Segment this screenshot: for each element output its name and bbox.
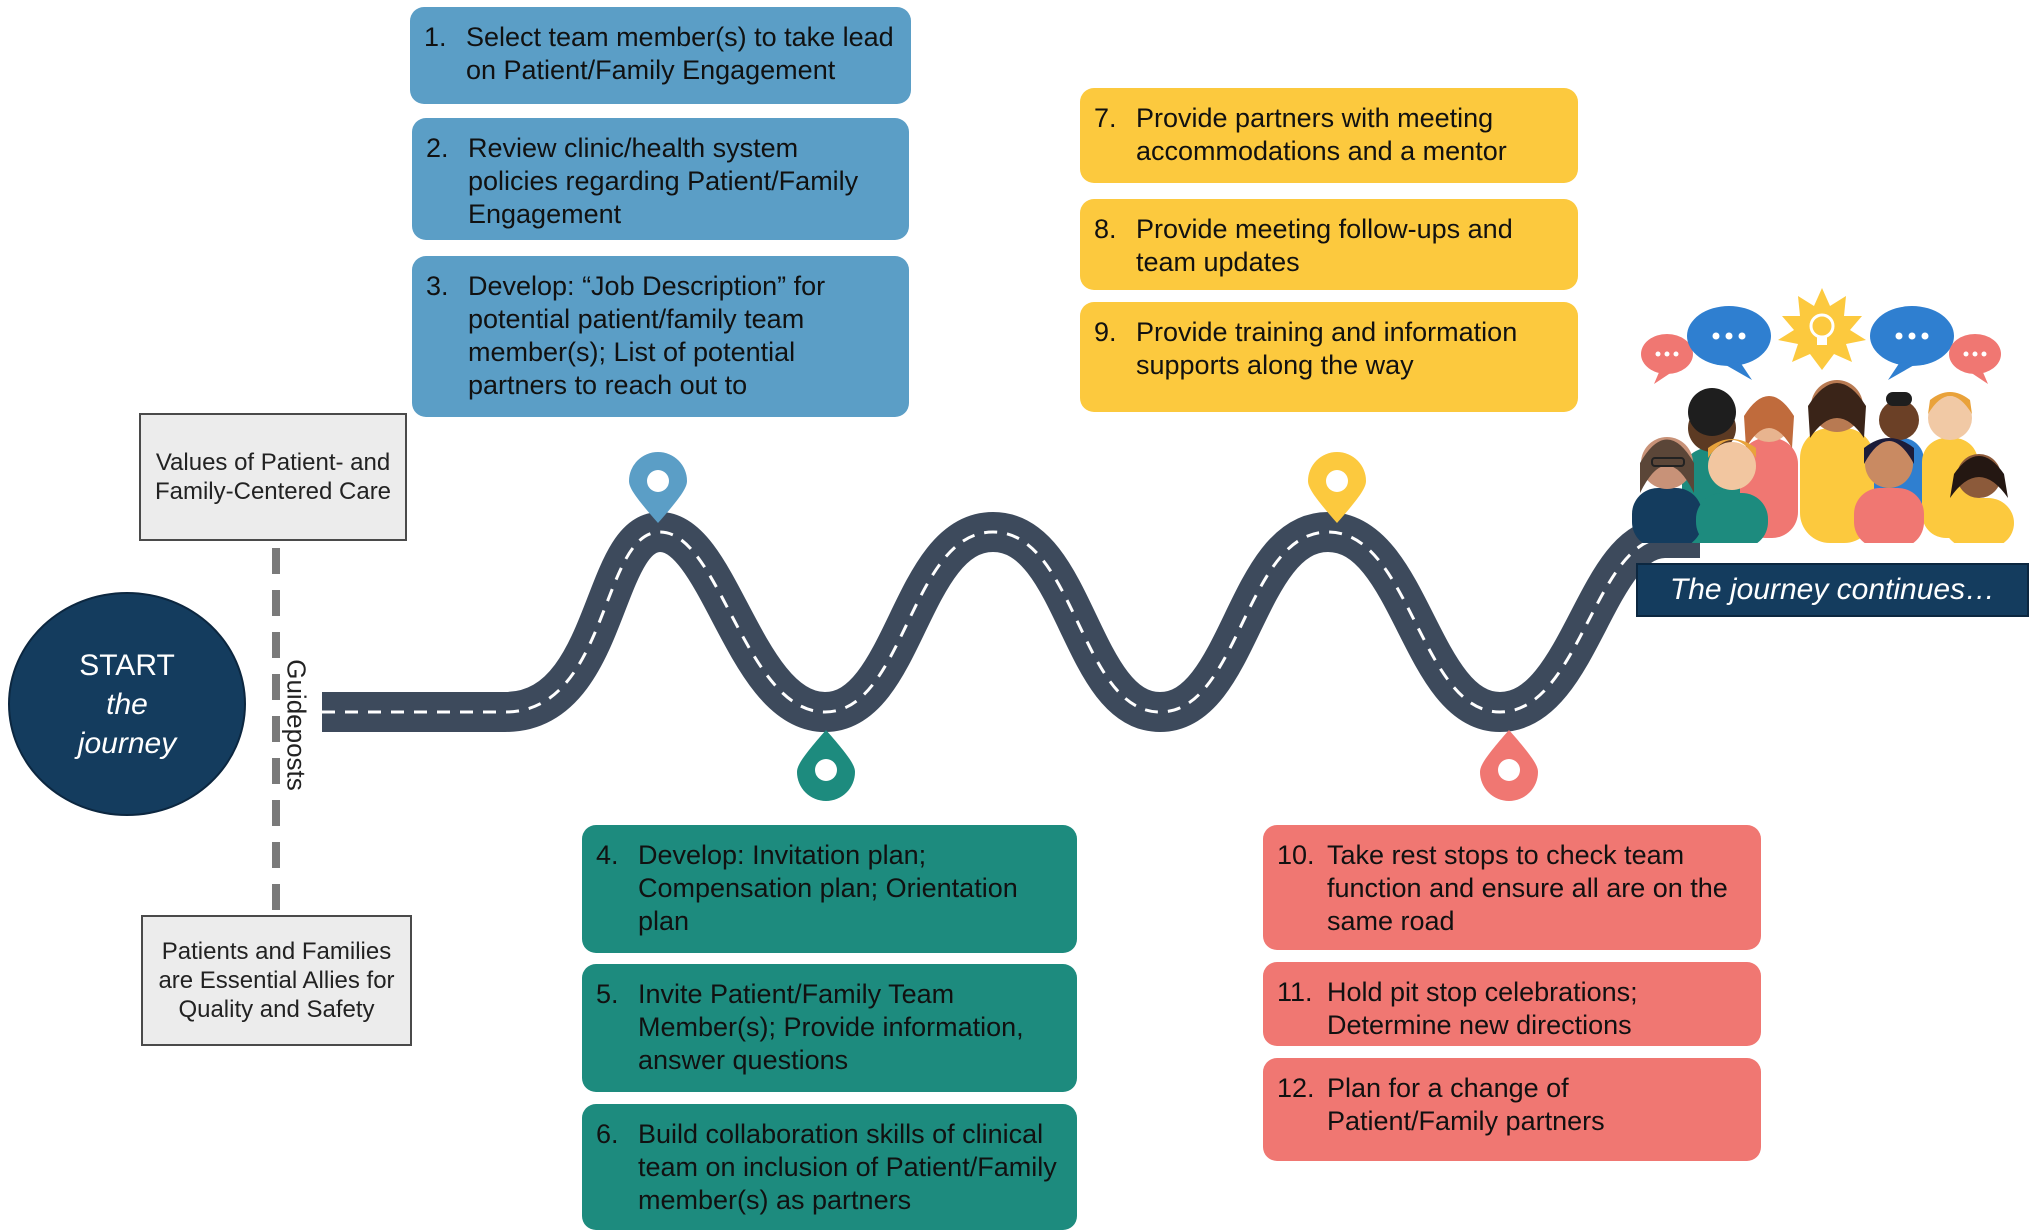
start-journey: journey [77, 726, 177, 760]
step-text: Develop: Invitation plan; Compensation p… [638, 840, 1018, 936]
step-11-box: 11. Hold pit stop celebrations; Determin… [1263, 962, 1761, 1046]
step-5-box: 5. Invite Patient/Family Team Member(s);… [582, 964, 1077, 1092]
step-text: Select team member(s) to take lead on Pa… [466, 22, 894, 85]
start-the: the [106, 687, 148, 721]
map-pin-icon [1480, 730, 1538, 801]
step-7-box: 7. Provide partners with meeting accommo… [1080, 88, 1578, 183]
step-6-box: 6. Build collaboration skills of clinica… [582, 1104, 1077, 1230]
step-text: Develop: “Job Description” for potential… [468, 271, 826, 400]
speech-bubble-icon [1687, 306, 1771, 380]
step-number: 8. [1094, 214, 1117, 244]
step-1-box: 1. Select team member(s) to take lead on… [410, 7, 911, 104]
step-text: Plan for a change of Patient/Family part… [1327, 1073, 1605, 1136]
step-4-box: 4. Develop: Invitation plan; Compensatio… [582, 825, 1077, 953]
road-center-line [322, 530, 1700, 714]
speech-bubble-icon [1870, 306, 1954, 380]
guidepost-allies-text: Patients and Families are Essential Alli… [158, 938, 395, 1023]
map-pin-icon [629, 452, 687, 523]
step-number: 1. [424, 22, 447, 52]
step-text: Take rest stops to check team function a… [1327, 840, 1728, 936]
speech-bubble-icon [1949, 334, 2001, 384]
journey-continues-text: The journey continues… [1669, 573, 1996, 606]
step-2-box: 2. Review clinic/health system policies … [412, 118, 909, 240]
step-text: Review clinic/health system policies reg… [468, 133, 859, 229]
step-text: Build collaboration skills of clinical t… [638, 1119, 1057, 1215]
group-of-people-illustration [1632, 288, 2014, 543]
step-number: 3. [426, 271, 449, 301]
step-number: 10. [1277, 840, 1315, 870]
road-surface [322, 511, 1700, 733]
journey-continues-banner: The journey continues… [1636, 563, 2029, 617]
step-text: Provide partners with meeting accommodat… [1136, 103, 1507, 166]
lightbulb-icon [1778, 288, 1866, 370]
guidepost-values-box: Values of Patient- and Family-Centered C… [139, 413, 407, 541]
map-pin-icon [797, 730, 855, 801]
step-number: 6. [596, 1119, 619, 1149]
start-circle: START the journey [8, 592, 246, 816]
step-number: 4. [596, 840, 619, 870]
speech-bubble-icon [1641, 334, 1693, 384]
step-number: 12. [1277, 1073, 1315, 1103]
step-number: 2. [426, 133, 449, 163]
map-pin-icon [1308, 452, 1366, 523]
start-label: START [79, 648, 175, 682]
step-text: Provide training and information support… [1136, 317, 1518, 380]
step-number: 11. [1277, 977, 1313, 1007]
step-text: Hold pit stop celebrations; Determine ne… [1327, 977, 1638, 1040]
step-number: 7. [1094, 103, 1117, 133]
step-text: Provide meeting follow-ups and team upda… [1136, 214, 1513, 277]
guideposts-label: Guideposts [281, 659, 312, 791]
guidepost-allies-box: Patients and Families are Essential Alli… [141, 915, 412, 1046]
step-12-box: 12. Plan for a change of Patient/Family … [1263, 1058, 1761, 1161]
step-text: Invite Patient/Family Team Member(s); Pr… [638, 979, 1024, 1075]
step-number: 5. [596, 979, 619, 1009]
step-number: 9. [1094, 317, 1117, 347]
step-9-box: 9. Provide training and information supp… [1080, 302, 1578, 412]
step-10-box: 10. Take rest stops to check team functi… [1263, 825, 1761, 950]
step-3-box: 3. Develop: “Job Description” for potent… [412, 256, 909, 417]
step-8-box: 8. Provide meeting follow-ups and team u… [1080, 199, 1578, 290]
guidepost-values-text: Values of Patient- and Family-Centered C… [154, 449, 392, 505]
